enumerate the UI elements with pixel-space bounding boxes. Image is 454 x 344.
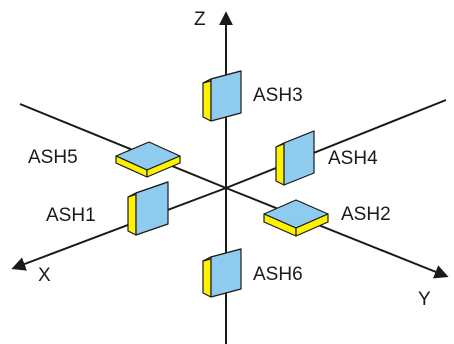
y-axis-positive	[225, 187, 449, 279]
x-axis-positive	[11, 187, 227, 271]
sensor-block-ash4	[275, 130, 315, 186]
sensor-label-ash3: ASH3	[253, 85, 303, 106]
sensor-label-ash1: ASH1	[46, 205, 96, 226]
sensor-label-ash2: ASH2	[341, 204, 391, 225]
y-axis-label: Y	[418, 289, 431, 310]
sensor-block-ash1	[127, 181, 169, 236]
z-axis-label: Z	[194, 9, 206, 30]
sensor-label-ash4: ASH4	[328, 148, 378, 169]
x-axis	[19, 103, 227, 189]
x-axis-label: X	[38, 265, 51, 286]
y-axis	[225, 99, 447, 189]
sensor-label-ash6: ASH6	[253, 264, 303, 285]
sensor-block-ash5	[115, 141, 181, 178]
sensor-block-ash2	[263, 199, 329, 237]
sensor-label-ash5: ASH5	[28, 147, 78, 168]
axes	[11, 11, 449, 344]
sensor-block-ash6	[202, 248, 242, 298]
sensor-block-ash3	[202, 70, 242, 122]
